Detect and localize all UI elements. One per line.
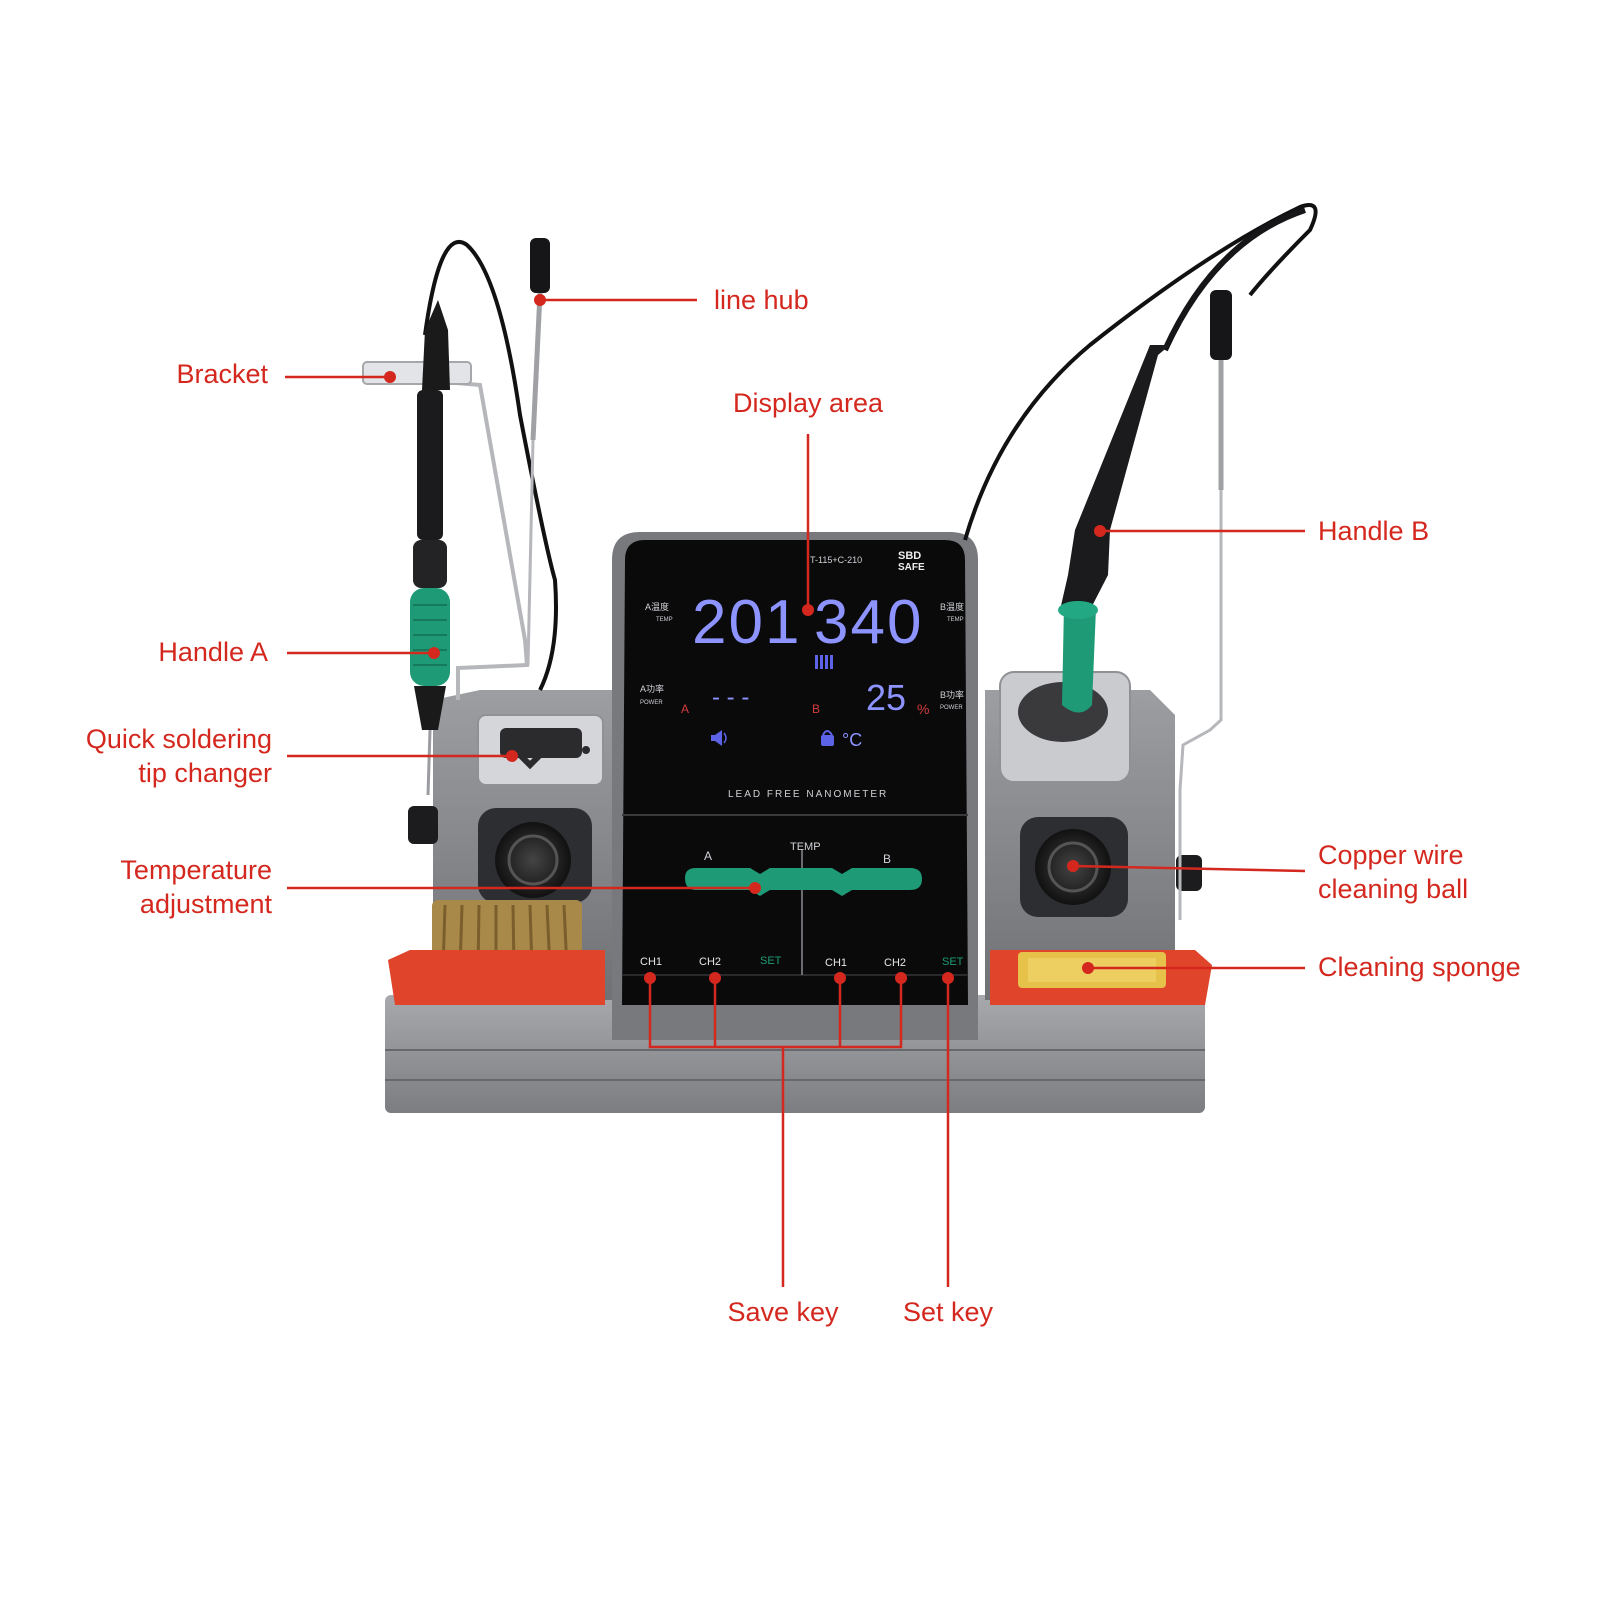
power-b-readout: 25 <box>866 677 906 718</box>
label-temperature-line2: adjustment <box>139 889 272 919</box>
label-handle-b: Handle B <box>1318 516 1430 546</box>
channel-a-indicator: A <box>681 702 689 716</box>
brush-tray <box>388 950 605 1005</box>
key-ch2-a[interactable]: CH2 <box>699 956 721 968</box>
key-ch2-b[interactable]: CH2 <box>884 957 906 969</box>
knob-left[interactable] <box>408 806 438 844</box>
channel-b-indicator: B <box>812 702 820 716</box>
label-temperature-line1: Temperature <box>120 855 272 885</box>
key-ch1-a[interactable]: CH1 <box>640 956 662 968</box>
callout-lines <box>285 294 1306 1287</box>
key-ch1-b[interactable]: CH1 <box>825 957 847 969</box>
label-set-key: Set key <box>902 1297 994 1327</box>
label-temperature-adjustment: Temperature adjustment <box>120 853 272 921</box>
knob-right[interactable] <box>1176 855 1202 891</box>
label-display-area: Display area <box>732 388 884 418</box>
line-hub-right <box>1178 290 1232 920</box>
label-bracket: Bracket <box>176 359 268 389</box>
label-cleaning-sponge: Cleaning sponge <box>1318 952 1521 982</box>
key-set-b[interactable]: SET <box>942 956 964 968</box>
lock-icon <box>821 730 834 746</box>
lead-free-text: LEAD FREE NANOMETER <box>728 789 888 800</box>
handle-b-cable <box>963 203 1318 541</box>
temp-b-label: B温度 <box>940 601 964 612</box>
label-copper-wire-ball: Copper wire cleaning ball <box>1318 838 1468 906</box>
temp-a-readout: 201 <box>692 588 801 657</box>
temp-a-sub: TEMP <box>656 617 673 623</box>
bracket <box>362 361 472 385</box>
control-panel: T-115+C-210 SBD SAFE A温度 TEMP 201 340 B温… <box>612 532 978 1040</box>
power-b-sub: POWER <box>940 705 963 711</box>
tip-changer <box>477 714 604 786</box>
label-quick-tip-line1: Quick soldering <box>85 724 272 754</box>
line-hub-left <box>526 238 550 666</box>
slider-b-label: B <box>883 852 891 866</box>
right-holder-module <box>985 671 1212 1005</box>
bracket-stand <box>444 380 530 700</box>
label-copper-line1: Copper wire <box>1318 840 1464 870</box>
label-line-hub: line hub <box>714 285 809 315</box>
temp-b-sub: TEMP <box>947 617 964 623</box>
label-handle-a: Handle A <box>158 637 268 667</box>
slider-a-label: A <box>704 849 712 863</box>
left-holder-module <box>388 690 615 1005</box>
handle-a <box>410 300 450 796</box>
power-a-label: A功率 <box>640 683 664 694</box>
label-copper-line2: cleaning ball <box>1318 874 1469 904</box>
power-a-sub: POWER <box>640 700 663 706</box>
power-unit: % <box>917 701 929 717</box>
base <box>385 995 1205 1113</box>
temperature-slider-b[interactable] <box>802 868 922 896</box>
brand-line1: SBD <box>898 550 921 562</box>
slider-temp-label: TEMP <box>790 841 821 853</box>
handle-a-cable <box>423 239 558 691</box>
label-save-key: Save key <box>727 1297 839 1327</box>
heat-bars-icon <box>815 655 833 669</box>
speaker-icon <box>711 730 727 746</box>
label-quick-tip-line2: tip changer <box>138 758 272 788</box>
power-b-label: B功率 <box>940 689 964 700</box>
handle-b <box>1058 345 1170 713</box>
label-quick-tip-changer: Quick soldering tip changer <box>86 722 272 790</box>
key-set-a[interactable]: SET <box>760 955 782 967</box>
unit-celsius: °C <box>842 730 862 750</box>
model-text: T-115+C-210 <box>810 555 862 565</box>
brand-line2: SAFE <box>898 562 925 573</box>
power-a-readout: - - - <box>712 684 749 711</box>
temp-b-readout: 340 <box>814 588 923 657</box>
temp-a-label: A温度 <box>645 601 669 612</box>
